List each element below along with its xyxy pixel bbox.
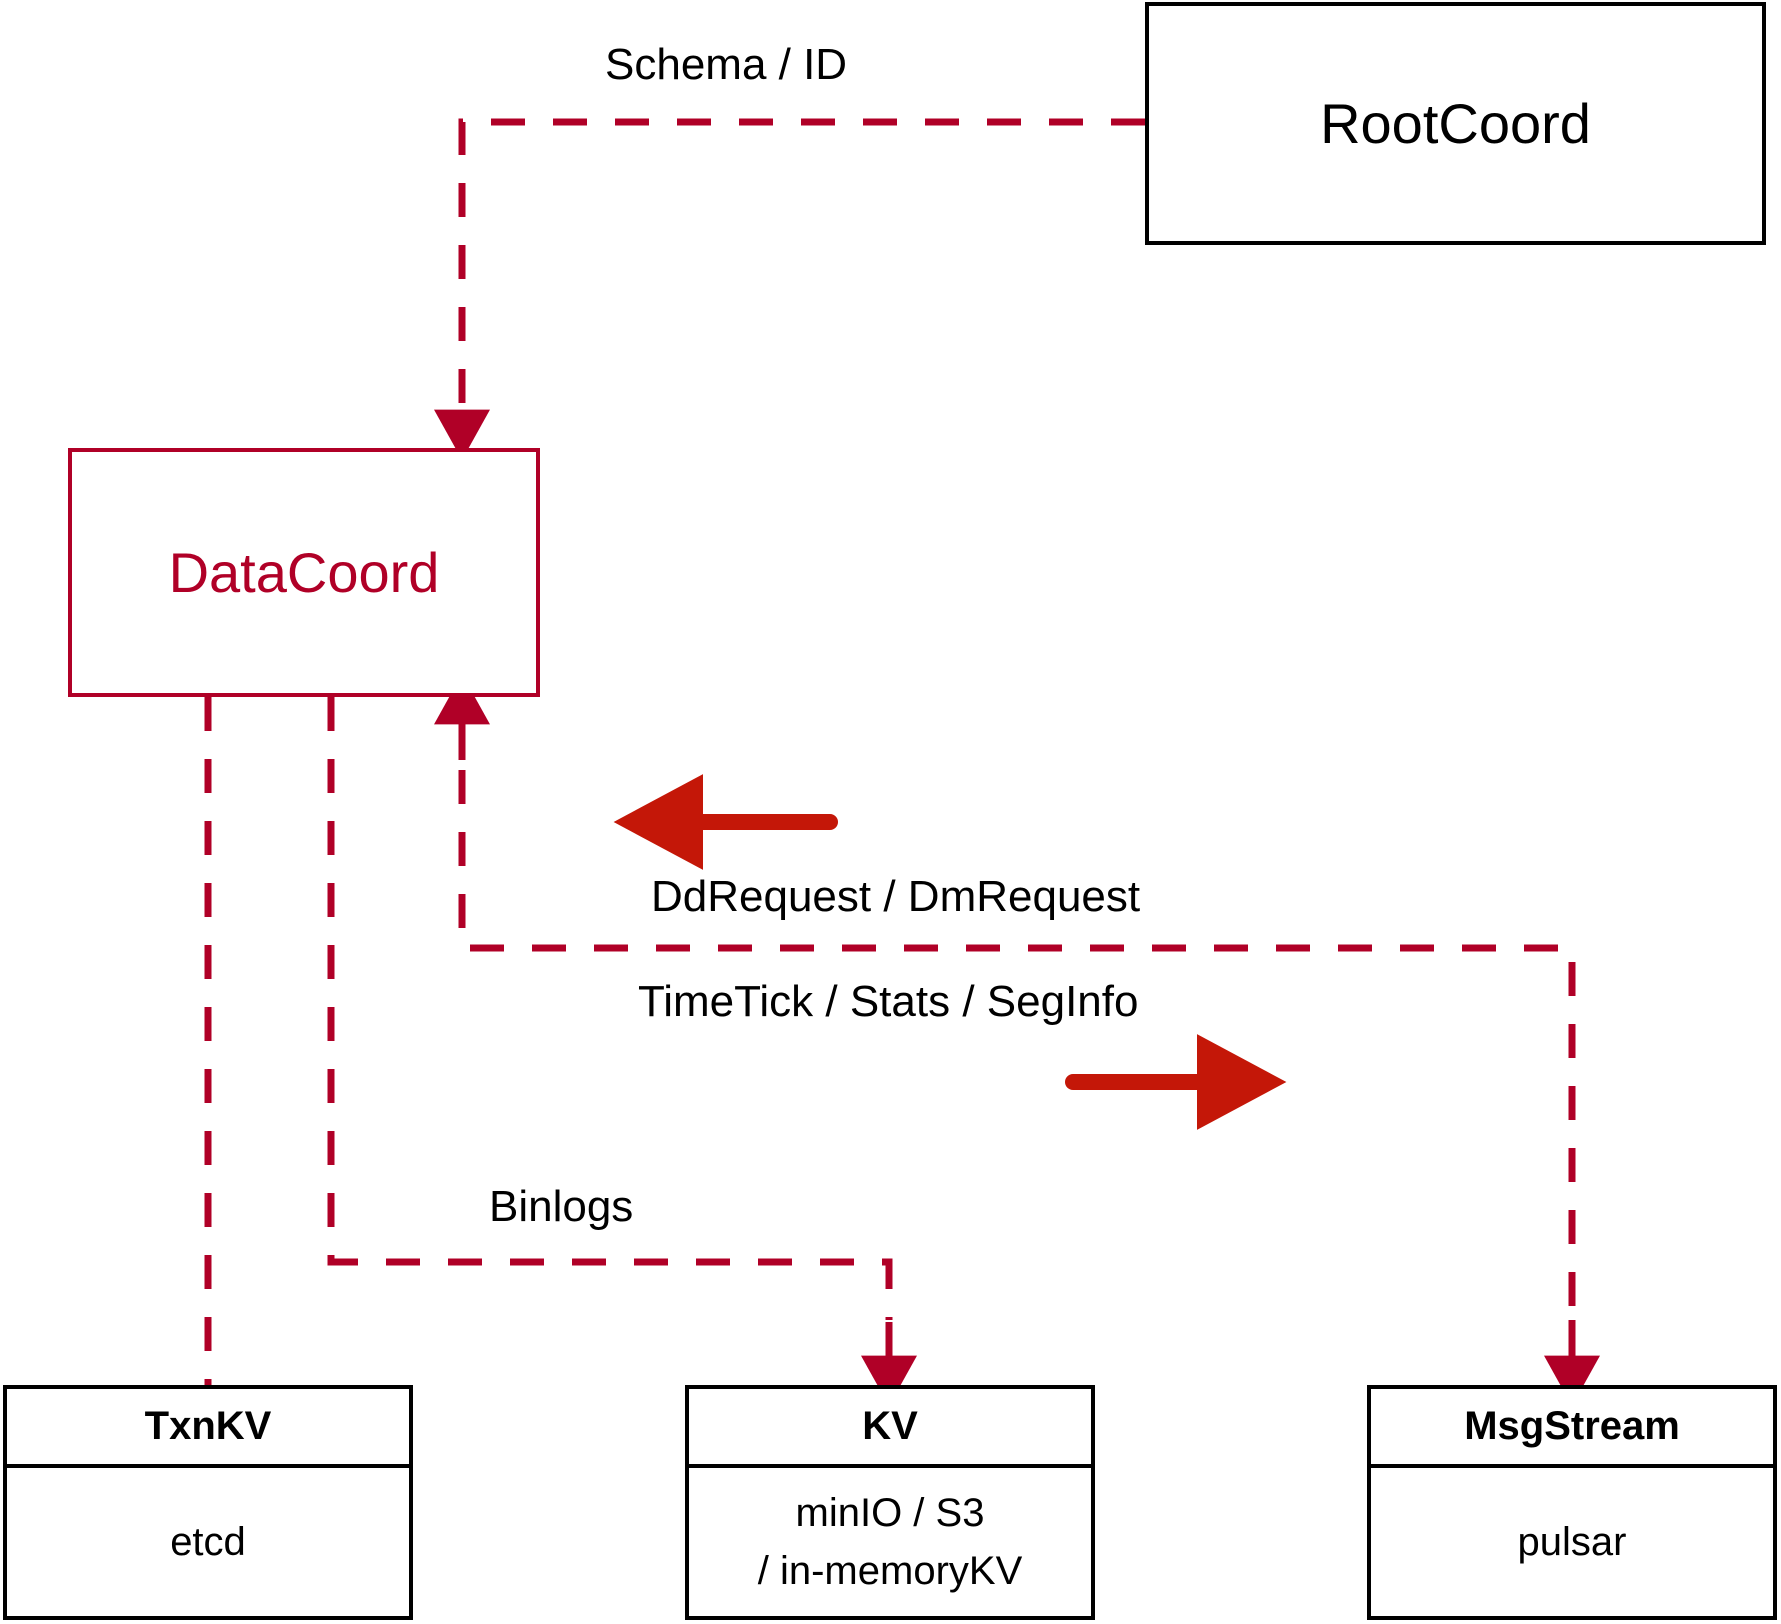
node-msgstream[interactable]: MsgStream pulsar — [1367, 1385, 1777, 1620]
edge-label-binlogs: Binlogs — [489, 1182, 634, 1231]
edge-msgstream-datacoord — [458, 710, 1576, 1368]
node-rootcoord-label: RootCoord — [1320, 91, 1591, 155]
node-datacoord-label: DataCoord — [168, 540, 440, 604]
node-kv[interactable]: KV minIO / S3 / in-memoryKV — [685, 1385, 1095, 1620]
node-txnkv-body-line-0: etcd — [170, 1520, 246, 1564]
node-msgstream-body: pulsar — [1371, 1468, 1773, 1616]
node-kv-body: minIO / S3 / in-memoryKV — [689, 1468, 1091, 1616]
edge-label-dd-dm-request: DdRequest / DmRequest — [651, 872, 1141, 921]
node-txnkv[interactable]: TxnKV etcd — [3, 1385, 413, 1620]
node-msgstream-header: MsgStream — [1371, 1389, 1773, 1468]
node-datacoord[interactable]: DataCoord — [68, 448, 540, 697]
node-kv-body-line-1: / in-memoryKV — [757, 1549, 1023, 1593]
edge-label-schema-id: Schema / ID — [605, 40, 848, 89]
node-kv-header: KV — [689, 1389, 1091, 1468]
node-txnkv-body: etcd — [7, 1468, 409, 1616]
edge-schema-id — [434, 118, 1145, 460]
edge-label-timetick-stats-seginfo: TimeTick / Stats / SegInfo — [638, 977, 1139, 1026]
node-rootcoord[interactable]: RootCoord — [1145, 2, 1766, 245]
node-msgstream-body-line-0: pulsar — [1517, 1520, 1627, 1564]
node-kv-body-line-0: minIO / S3 — [795, 1491, 985, 1535]
node-txnkv-header: TxnKV — [7, 1389, 409, 1468]
